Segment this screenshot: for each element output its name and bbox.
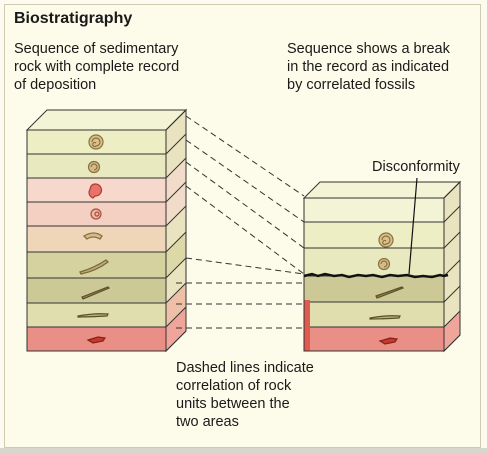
disconformity-surface bbox=[303, 272, 449, 279]
correlation-lines bbox=[176, 115, 305, 329]
left-column-caption: Sequence of sedimentary rock with comple… bbox=[14, 41, 180, 93]
bottom-strip bbox=[0, 448, 487, 453]
disconformity-label: Disconformity bbox=[372, 159, 460, 175]
right-layer-2 bbox=[303, 247, 445, 277]
red-coiled-shell-fossil-icon bbox=[88, 183, 103, 199]
right-column-caption: Sequence shows a break in the record as … bbox=[287, 41, 450, 93]
correlation-caption: Dashed lines indicate correlation of roc… bbox=[176, 360, 314, 430]
long-curved-shell-fossil-icon bbox=[79, 259, 109, 275]
correlation-line-4 bbox=[185, 185, 305, 275]
flat-shell-fossil-icon bbox=[77, 313, 109, 318]
right-rock-column bbox=[302, 177, 462, 353]
left-column-top-face bbox=[25, 109, 188, 131]
red-flat-shell-fossil-icon bbox=[378, 337, 399, 345]
right-layer-1 bbox=[303, 221, 445, 249]
ammonite-small-fossil-icon bbox=[377, 257, 391, 271]
flat-shell-fossil-icon bbox=[369, 315, 401, 320]
right-layer-3 bbox=[303, 275, 445, 303]
correlation-line-3 bbox=[185, 161, 305, 249]
correlation-line-2 bbox=[185, 139, 305, 223]
left-rock-column bbox=[25, 108, 188, 353]
thin-shell-fossil-icon bbox=[81, 286, 111, 300]
ammonite-small-fossil-icon bbox=[87, 160, 101, 174]
ammonite-large-fossil-icon bbox=[378, 232, 394, 248]
curved-shell-fossil-icon bbox=[82, 232, 103, 240]
right-layer-4 bbox=[303, 301, 445, 328]
right-layer-5 bbox=[303, 326, 445, 352]
red-flat-shell-fossil-icon bbox=[86, 336, 107, 344]
left-layer-5 bbox=[26, 225, 167, 253]
disconformity-pointer bbox=[408, 177, 418, 275]
small-coiled-shell-fossil-icon bbox=[90, 208, 102, 220]
correlation-line-1 bbox=[185, 115, 305, 197]
ammonite-large-fossil-icon bbox=[88, 134, 104, 150]
left-layer-7 bbox=[26, 277, 167, 304]
thin-shell-fossil-icon bbox=[375, 286, 405, 299]
diagram-title: Biostratigraphy bbox=[14, 10, 133, 27]
